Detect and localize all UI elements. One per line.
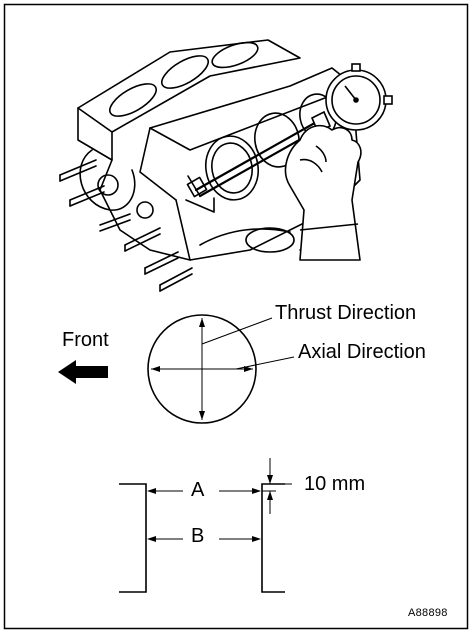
engine-block-illustration — [59, 39, 361, 292]
position-b-label: B — [191, 525, 205, 547]
bore-cross-section — [147, 314, 295, 424]
left-arrow-icon — [58, 360, 108, 384]
offset-dimension-label: 10 mm — [304, 473, 366, 495]
hand-illustration — [284, 124, 362, 261]
position-a-label: A — [191, 479, 205, 501]
figure-code: A88898 — [408, 607, 448, 619]
dial-gauge-icon — [310, 63, 393, 134]
figure-frame — [3, 3, 469, 630]
thrust-direction-label: Thrust Direction — [275, 302, 417, 324]
axial-direction-label: Axial Direction — [298, 341, 426, 363]
front-label: Front — [62, 329, 109, 351]
measurement-lines — [147, 458, 292, 542]
